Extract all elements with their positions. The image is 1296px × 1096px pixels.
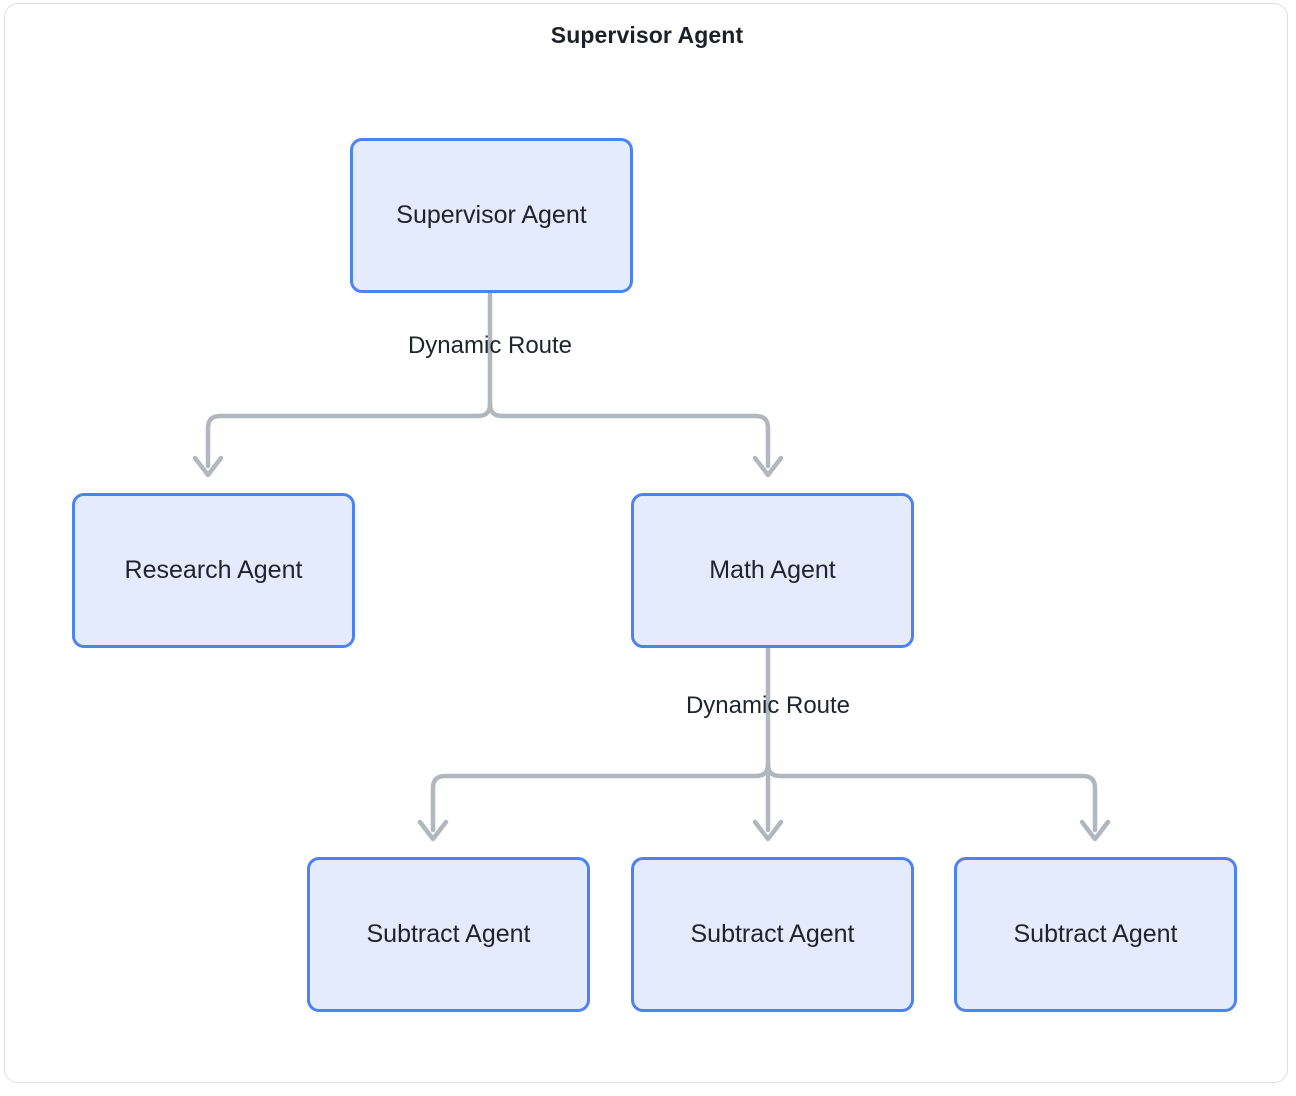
node-research-agent[interactable]: Research Agent bbox=[72, 493, 355, 648]
node-label: Subtract Agent bbox=[1013, 920, 1178, 948]
edge-supervisor-trunk bbox=[205, 290, 493, 469]
node-label: Math Agent bbox=[709, 556, 836, 584]
edge-layer bbox=[192, 290, 1111, 842]
edge-math-to-subtract-3 bbox=[765, 761, 1098, 833]
edge-label-dynamic-route-1: Dynamic Route bbox=[407, 332, 573, 359]
arrowhead-subtract-1 bbox=[417, 819, 449, 842]
node-label: Subtract Agent bbox=[690, 920, 855, 948]
node-subtract-agent-1[interactable]: Subtract Agent bbox=[307, 857, 590, 1012]
arrowhead-research bbox=[192, 455, 224, 478]
node-label: Supervisor Agent bbox=[396, 201, 587, 229]
arrowhead-subtract-2 bbox=[752, 819, 784, 842]
arrowhead-math bbox=[752, 455, 784, 478]
edge-label-dynamic-route-2: Dynamic Route bbox=[685, 692, 851, 719]
edge-supervisor-to-math-branch bbox=[487, 401, 771, 469]
node-subtract-agent-3[interactable]: Subtract Agent bbox=[954, 857, 1237, 1012]
node-subtract-agent-2[interactable]: Subtract Agent bbox=[631, 857, 914, 1012]
diagram-card: Supervisor Agent Supervisor Agent Resear… bbox=[4, 3, 1288, 1083]
node-supervisor-agent[interactable]: Supervisor Agent bbox=[350, 138, 633, 293]
edge-math-trunk bbox=[430, 645, 771, 833]
node-label: Research Agent bbox=[124, 556, 303, 584]
node-label: Subtract Agent bbox=[366, 920, 531, 948]
page-title: Supervisor Agent bbox=[550, 22, 744, 48]
node-math-agent[interactable]: Math Agent bbox=[631, 493, 914, 648]
arrowhead-subtract-3 bbox=[1079, 819, 1111, 842]
